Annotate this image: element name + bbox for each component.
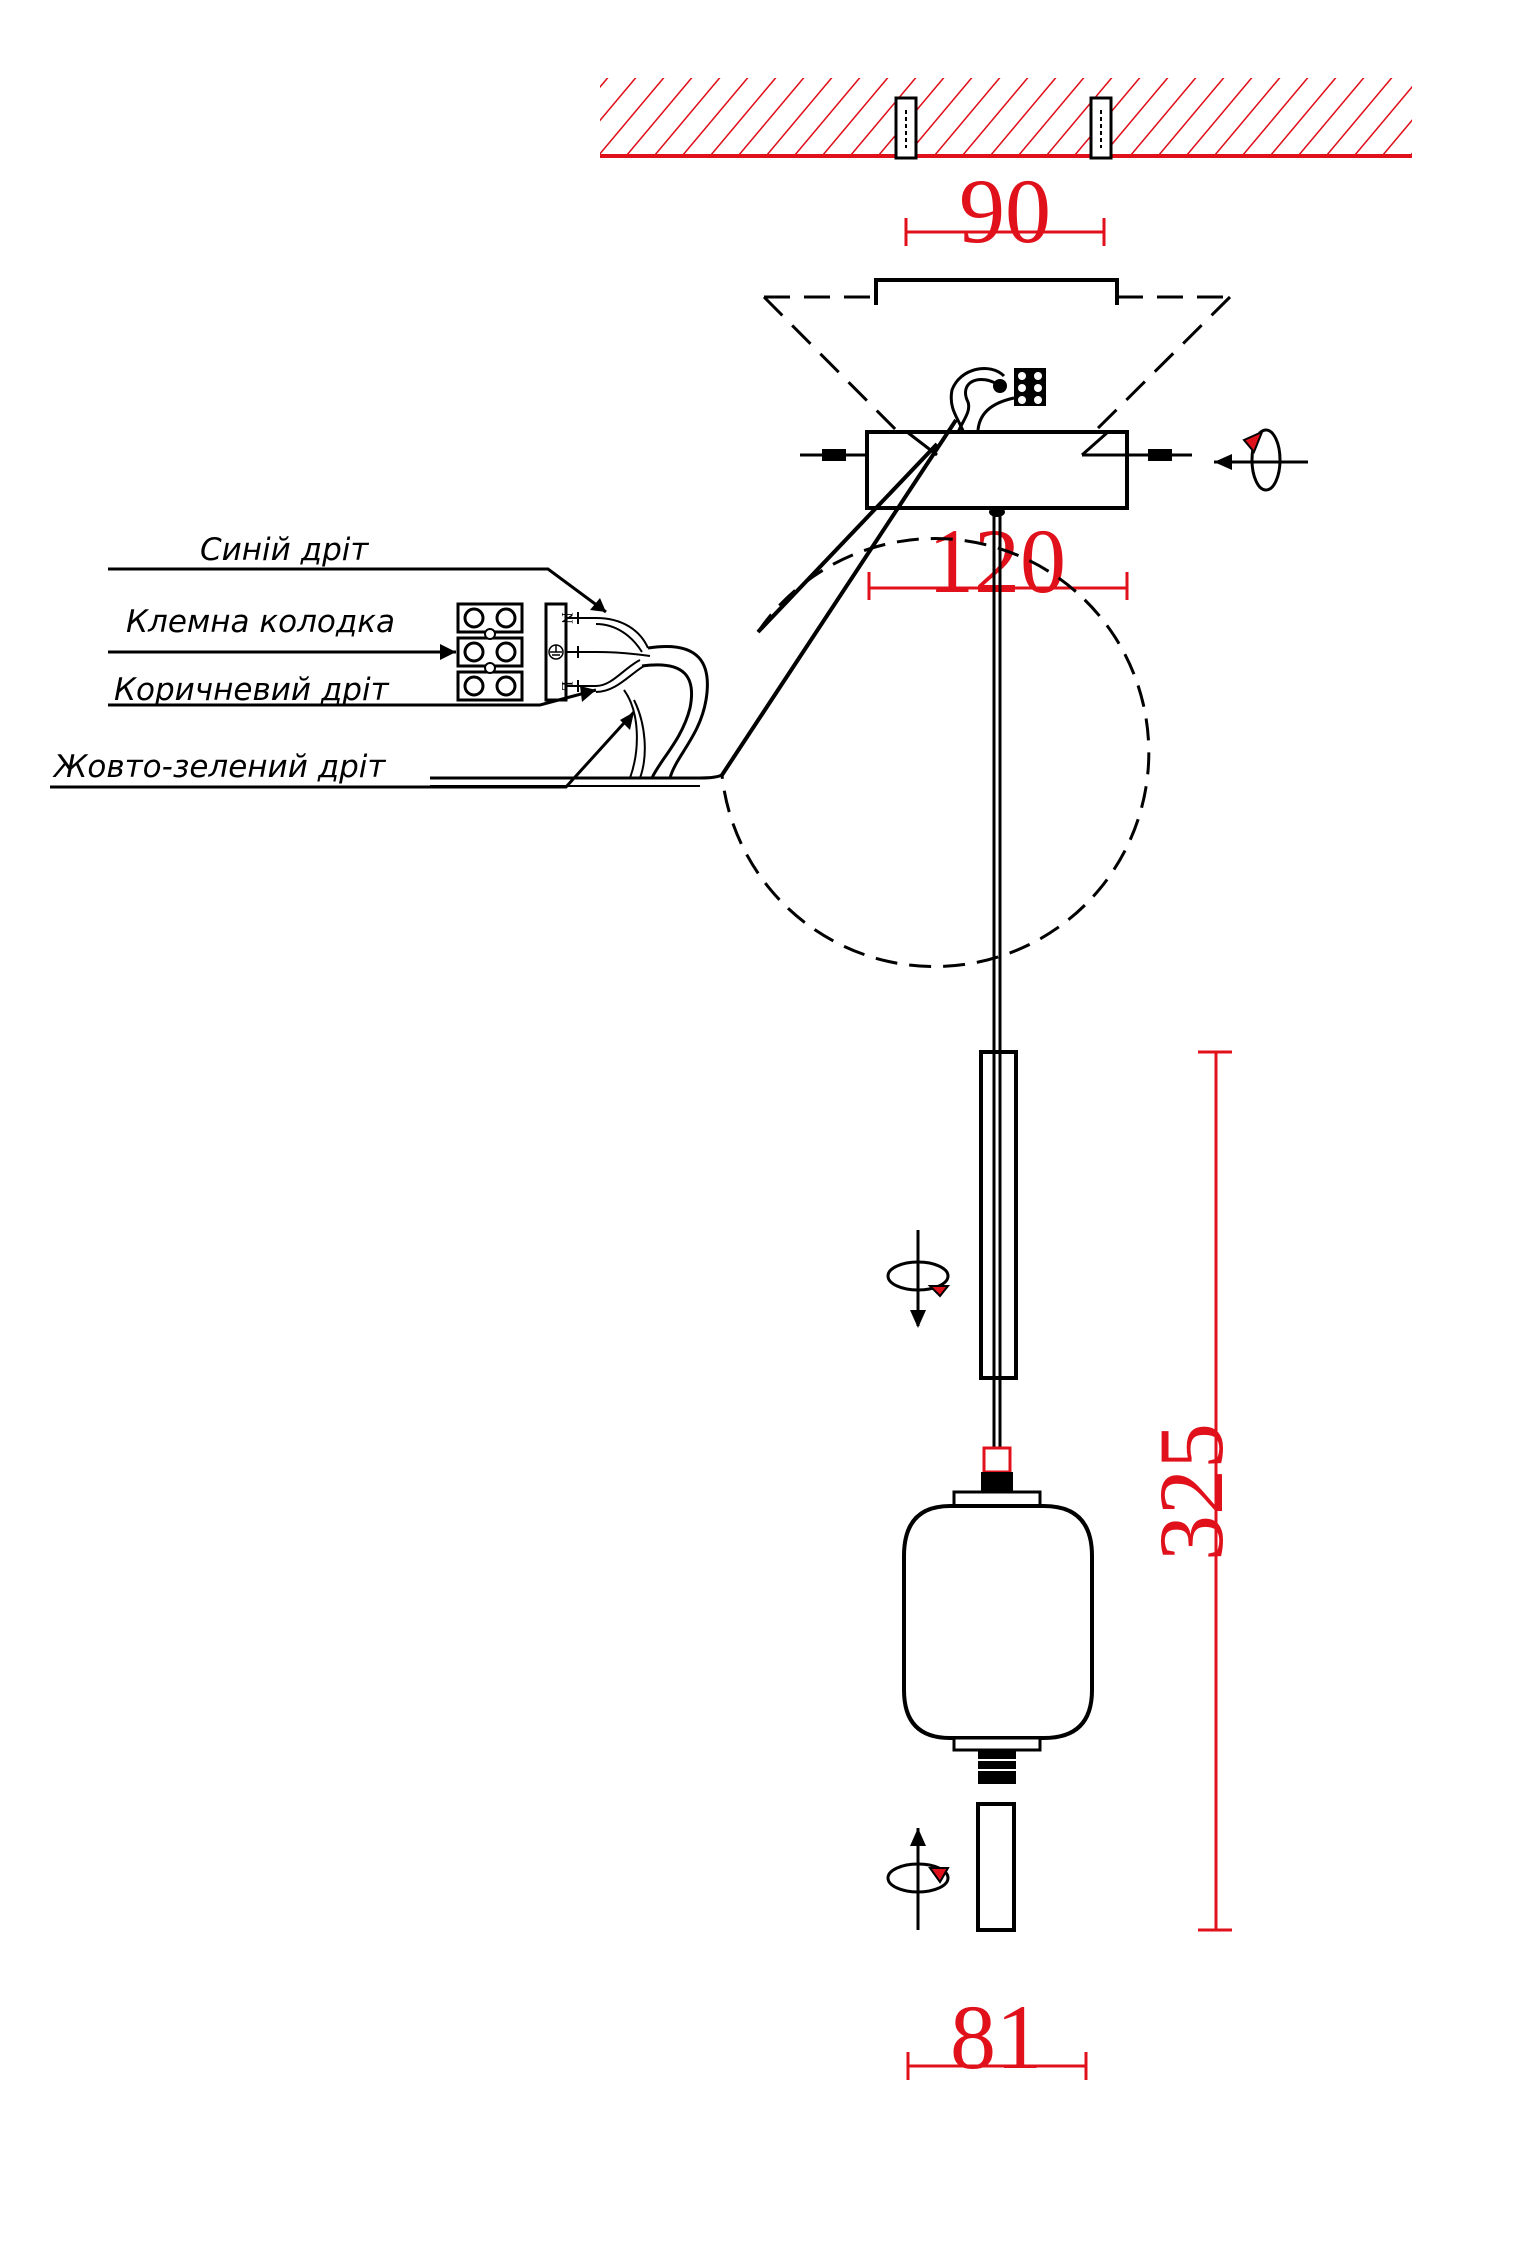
ceiling-hatch <box>600 78 1412 156</box>
dimension-label-90: 90 <box>959 160 1051 262</box>
lamp-socket <box>952 1446 1042 1508</box>
bottom-cap <box>976 1802 1016 1932</box>
dimension-label-81: 81 <box>950 1986 1042 2088</box>
ground-symbol-icon <box>548 644 564 660</box>
detail-circle <box>720 537 1151 969</box>
suspension-cable-lower <box>992 1378 1002 1450</box>
rotate-arrow-icon <box>1214 428 1308 492</box>
suspension-cable <box>992 512 1002 1052</box>
callout-leaders <box>50 567 636 789</box>
lamp-shade <box>902 1504 1094 1740</box>
rotate-arrow-icon <box>886 1828 950 1930</box>
callout-brown-wire: Коричневий дріт <box>114 672 390 708</box>
mounting-bracket <box>762 278 1232 446</box>
canopy-screw-right <box>1127 449 1192 461</box>
wiring-detail: N L <box>50 418 1151 969</box>
dimension-120: 120 <box>867 510 1129 612</box>
ceiling <box>600 78 1412 160</box>
callout-yellow-green-wire: Жовто-зелений дріт <box>52 749 386 785</box>
lamp-bottom-fitting <box>952 1736 1042 1784</box>
ceiling-anchor-right <box>1089 96 1113 160</box>
callout-terminal-block: Клемна колодка <box>126 604 395 640</box>
wires <box>595 617 709 779</box>
tube-cover <box>979 1050 1018 1380</box>
dimension-90: 90 <box>904 160 1106 262</box>
dimension-81: 81 <box>906 1986 1088 2088</box>
detail-leader-lower <box>720 418 958 777</box>
canopy-screw-left <box>800 449 868 461</box>
canopy <box>800 430 1192 517</box>
ceiling-anchor-left <box>894 96 918 160</box>
terminal-block: N L <box>456 602 596 702</box>
dimension-325: 325 <box>1140 1050 1242 1932</box>
callout-blue-wire: Синій дріт <box>200 532 369 568</box>
dimension-label-325: 325 <box>1140 1423 1242 1561</box>
detail-leader-upper <box>756 442 939 634</box>
dimension-label-120: 120 <box>928 510 1066 612</box>
canopy-terminal-block <box>949 367 1046 441</box>
rotate-arrow-icon <box>886 1230 951 1328</box>
